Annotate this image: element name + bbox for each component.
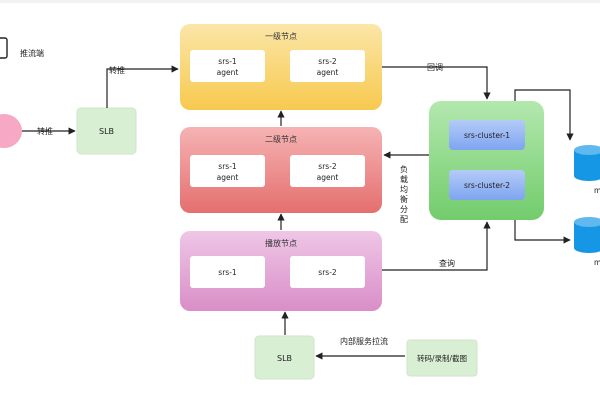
svg-text:载: 载 [400,174,408,184]
playback-node-2: srs-2 [290,256,365,288]
svg-text:srs-1: srs-1 [218,162,237,171]
database-icon-2 [574,217,600,253]
svg-text:srs-cluster-1: srs-cluster-1 [464,131,510,140]
tier2-node-2: srs-2 agent [290,155,365,187]
tier1-group: 一级节点 srs-1 agent srs-2 agent [180,24,382,110]
db-label-2: m [594,258,600,267]
phone-icon [0,37,8,59]
relay-label-1: 转推 [37,126,53,136]
playback-group: 播放节点 srs-1 srs-2 [180,231,382,311]
svg-text:配: 配 [400,215,408,224]
cloud-icon [0,114,22,148]
slb-top-label: SLB [99,127,114,136]
db-label-1: m [594,186,600,195]
callback-label: 回调 [427,63,443,72]
svg-text:agent: agent [217,68,239,77]
svg-text:srs-2: srs-2 [318,57,337,66]
tier1-node-2: srs-2 agent [290,50,365,82]
push-client: 推流端 [0,37,44,59]
svg-text:agent: agent [317,173,339,182]
svg-text:srs-2: srs-2 [318,162,337,171]
arrow-cluster-db2 [514,220,571,244]
arrow-query [382,221,491,271]
relay-label-2: 转推 [109,65,125,75]
tier1-node-1: srs-1 agent [190,50,265,82]
srs-cluster-group: srs-cluster-1 srs-cluster-2 [429,101,544,220]
tier2-node-1: srs-1 agent [190,155,265,187]
query-label: 查询 [439,258,455,268]
slb-bottom-label: SLB [277,354,292,363]
svg-text:srs-1: srs-1 [218,268,237,277]
arrow-callback [382,66,491,100]
svg-text:srs-2: srs-2 [318,268,337,277]
transcode-label: 转码/录制/截图 [417,353,467,363]
transcode-box: 转码/录制/截图 [406,339,478,377]
database-icon-1 [574,145,600,181]
svg-text:srs-1: srs-1 [218,57,237,66]
svg-text:均: 均 [400,184,408,194]
tier2-title: 二级节点 [265,134,297,144]
svg-text:srs-cluster-2: srs-cluster-2 [464,181,510,190]
svg-text:分: 分 [400,205,408,214]
playback-node-1: srs-1 [190,256,265,288]
arrow-cluster-db1 [514,89,574,141]
slb-top: SLB [76,107,137,155]
srs-cluster-2: srs-cluster-2 [449,170,525,200]
svg-text:agent: agent [217,173,239,182]
svg-text:衡: 衡 [400,194,408,204]
internal-pull-label: 内部服务拉流 [340,336,388,346]
tier2-group: 二级节点 srs-1 agent srs-2 agent [180,127,382,213]
tier1-title: 一级节点 [265,31,297,41]
arrow-slb-tier1 [106,65,179,108]
svg-text:agent: agent [317,68,339,77]
srs-cluster-1: srs-cluster-1 [449,120,525,150]
svg-text:负: 负 [400,164,408,174]
playback-title: 播放节点 [265,238,297,248]
load-balance-label: 负 载 均 衡 分 配 [400,164,408,224]
push-client-label: 推流端 [20,48,44,58]
slb-bottom: SLB [254,335,315,380]
